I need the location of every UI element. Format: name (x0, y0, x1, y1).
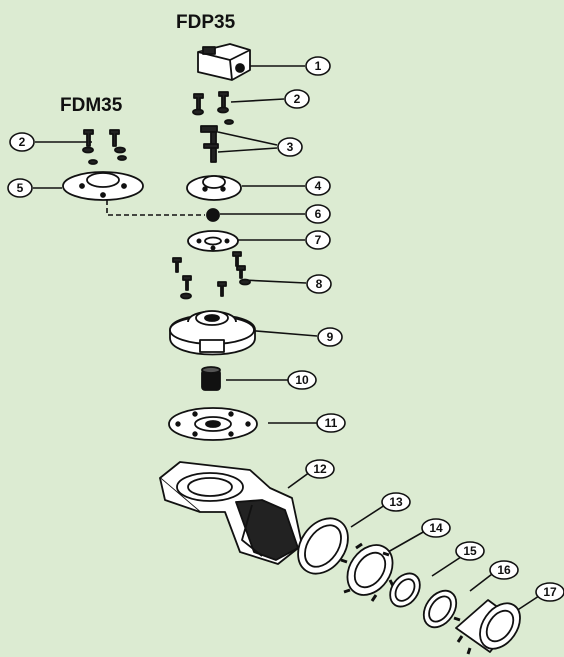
svg-text:9: 9 (327, 330, 334, 344)
svg-text:3: 3 (287, 140, 294, 154)
callout-13: 13 (381, 492, 411, 512)
part-15-ring (389, 572, 421, 608)
callout-8: 8 (306, 274, 332, 294)
svg-text:8: 8 (316, 277, 323, 291)
part-14-nut (340, 542, 395, 602)
callout-3: 3 (277, 137, 303, 157)
title-fdm35: FDM35 (60, 95, 123, 116)
callout-12: 12 (305, 459, 335, 479)
part-17-union (453, 599, 521, 655)
leader-line-3a (217, 131, 278, 146)
callout-6: 6 (305, 204, 331, 224)
callout-2-left: 2 (9, 132, 35, 152)
callout-16: 16 (489, 560, 519, 580)
part-1-connector (197, 43, 251, 81)
part-11-diaphragm (168, 407, 258, 441)
svg-text:7: 7 (315, 233, 322, 247)
leader-line-2-right (230, 98, 285, 103)
svg-text:1: 1 (315, 59, 322, 73)
part-13-gasket (297, 517, 349, 575)
part-6-ball (206, 208, 220, 222)
callout-9: 9 (317, 327, 343, 347)
callout-2-right: 2 (284, 89, 310, 109)
svg-text:15: 15 (463, 544, 477, 558)
title-fdp35: FDP35 (176, 12, 236, 33)
svg-text:14: 14 (429, 521, 443, 535)
leader-line-15 (431, 554, 465, 577)
leader-line-8 (242, 279, 307, 284)
part-10-plunger (201, 366, 221, 391)
leader-line-13 (350, 504, 386, 528)
svg-text:13: 13 (389, 495, 403, 509)
callout-10: 10 (287, 370, 317, 390)
svg-text:2: 2 (294, 92, 301, 106)
part-3-pin (200, 125, 219, 163)
svg-text:5: 5 (17, 181, 24, 195)
svg-text:4: 4 (315, 179, 322, 193)
svg-text:11: 11 (325, 416, 338, 430)
part-8-screws (172, 251, 251, 300)
leader-line-12 (287, 471, 311, 489)
svg-text:2: 2 (19, 135, 26, 149)
svg-text:6: 6 (315, 207, 322, 221)
part-9-bonnet (169, 310, 256, 356)
callout-1: 1 (305, 56, 331, 76)
callout-17: 17 (535, 582, 564, 602)
part-2-screws-left (82, 129, 127, 165)
callout-4: 4 (305, 176, 331, 196)
part-12-body (159, 461, 303, 565)
callout-15: 15 (455, 541, 485, 561)
svg-text:17: 17 (543, 585, 557, 599)
svg-text:16: 16 (497, 563, 511, 577)
leader-line-14 (387, 530, 426, 553)
part-16-oring (422, 589, 458, 629)
svg-text:12: 12 (313, 462, 327, 476)
part-4-cover (186, 175, 242, 201)
callout-14: 14 (421, 518, 451, 538)
callout-11: 11 (316, 413, 346, 433)
part-7-disc (187, 230, 239, 252)
part-5-cover (62, 171, 144, 201)
svg-text:10: 10 (295, 373, 309, 387)
callout-7: 7 (305, 230, 331, 250)
leader-line-9 (243, 329, 318, 337)
part-2-screws-top (192, 91, 234, 125)
leader-line-3b (217, 147, 278, 153)
callout-5: 5 (7, 178, 33, 198)
